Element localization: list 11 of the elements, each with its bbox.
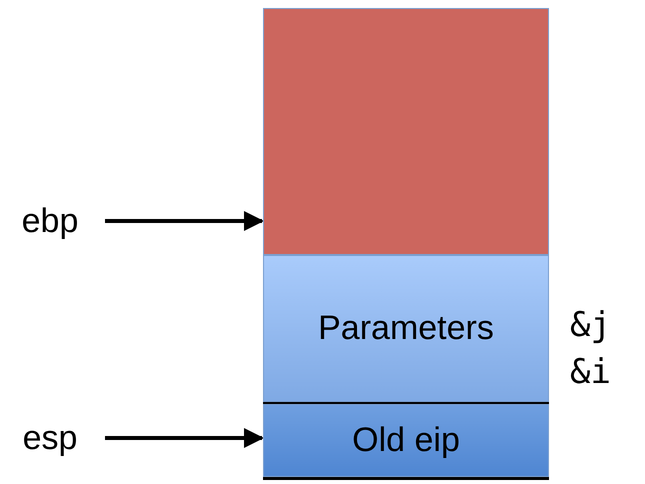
segment-label: Parameters [318,309,494,348]
arrow [105,428,264,448]
arrow [105,211,264,231]
address-label: &i [570,352,611,392]
stack-segment [263,404,549,477]
register-label: esp [22,418,78,458]
address-label: &j [570,305,611,345]
stack-segment [263,255,549,402]
segment-label: Old eip [352,421,460,460]
memory-block [263,8,549,255]
register-label: ebp [22,202,78,240]
